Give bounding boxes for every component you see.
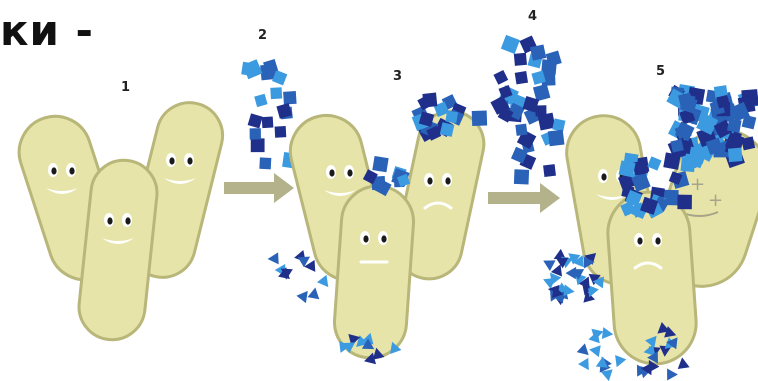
particle-square xyxy=(619,160,636,177)
particle-square xyxy=(270,87,282,99)
particle-square xyxy=(248,113,263,128)
particle-square xyxy=(259,157,271,169)
eye-pupil xyxy=(427,177,432,184)
particle-square xyxy=(262,117,274,129)
arrow-2 xyxy=(488,183,560,213)
particle-triangle xyxy=(540,255,555,271)
particle-triangle xyxy=(588,344,601,358)
eye-pupil xyxy=(347,169,352,176)
arrow-shaft xyxy=(488,192,542,204)
particle-square xyxy=(445,110,458,123)
eye-pupil xyxy=(637,237,642,244)
particle-triangle xyxy=(611,355,626,369)
particle-square xyxy=(541,59,557,75)
particle-square xyxy=(728,148,743,163)
particle-square xyxy=(241,62,255,76)
eye-pupil xyxy=(107,217,112,224)
particle-square xyxy=(515,71,528,84)
eye-pupil xyxy=(601,173,606,180)
eye-pupil xyxy=(125,217,130,224)
particle-square xyxy=(251,138,265,152)
eye-pupil xyxy=(51,167,56,174)
particle-square xyxy=(515,124,527,136)
particle-square xyxy=(250,128,261,139)
particle-square xyxy=(680,94,695,109)
particle-square xyxy=(493,70,508,85)
eye-pupil xyxy=(69,167,74,174)
particle-square xyxy=(254,94,267,107)
particle-square xyxy=(543,164,556,177)
particle-square xyxy=(533,84,550,101)
particle-square xyxy=(514,53,527,66)
particle-square xyxy=(501,35,520,54)
eye-pupil xyxy=(655,237,660,244)
cell-body xyxy=(332,184,416,361)
particle-triangle xyxy=(267,252,278,265)
arrow-1 xyxy=(224,173,294,203)
eye-pupil xyxy=(363,235,368,242)
particle-square xyxy=(633,160,648,175)
particle-square xyxy=(372,156,388,172)
particle-triangle xyxy=(317,275,333,291)
particle-square xyxy=(283,91,296,104)
eye-pupil xyxy=(169,157,174,164)
particle-square xyxy=(663,152,680,169)
particle-square xyxy=(647,156,661,170)
particle-triangle xyxy=(307,286,321,299)
particle-square xyxy=(472,111,487,126)
particle-square xyxy=(275,126,287,138)
particle-triangle xyxy=(667,368,678,380)
free-particles-step4 xyxy=(490,35,565,185)
particle-square xyxy=(530,44,546,60)
particle-triangle xyxy=(577,343,593,359)
eye-pupil xyxy=(381,235,386,242)
particle-square xyxy=(741,136,755,150)
dead-mark: + xyxy=(708,190,723,211)
arrow-head xyxy=(540,183,560,213)
arrow-shaft xyxy=(224,182,276,194)
dead-mark: + xyxy=(690,174,705,195)
particle-triangle xyxy=(602,327,614,340)
particle-square xyxy=(677,195,692,210)
arrow-head xyxy=(274,173,294,203)
cell-3c xyxy=(332,184,416,361)
particle-square xyxy=(727,118,742,133)
eye-pupil xyxy=(187,157,192,164)
particle-square xyxy=(552,118,565,131)
particle-triangle xyxy=(578,358,594,374)
secreted-particles-5a xyxy=(540,248,604,305)
particle-square xyxy=(548,130,565,147)
eye-pupil xyxy=(329,169,334,176)
particle-square xyxy=(684,153,699,168)
particle-square xyxy=(514,169,529,184)
particle-square xyxy=(670,139,684,153)
eye-pupil xyxy=(445,177,450,184)
